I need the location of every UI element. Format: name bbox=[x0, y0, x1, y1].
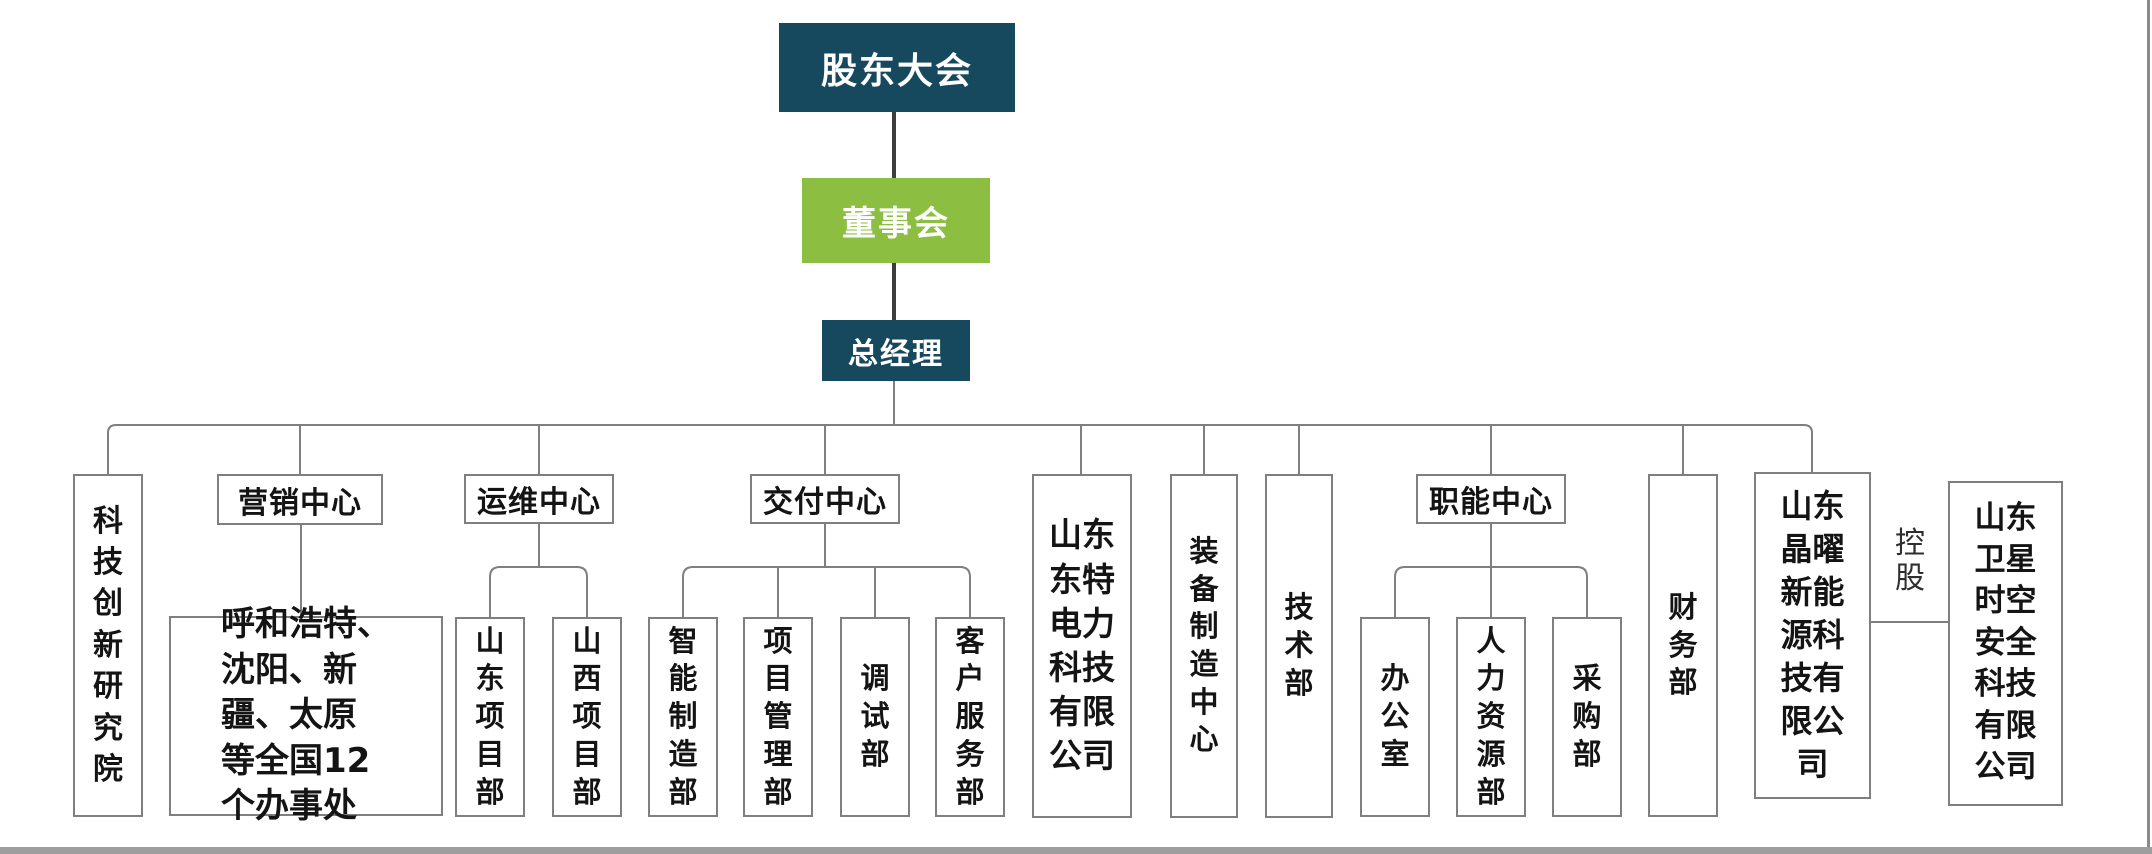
node-functional-center[interactable]: 职能中心 bbox=[1416, 474, 1566, 524]
node-office[interactable]: 办公室 bbox=[1360, 617, 1430, 817]
node-commissioning-dept[interactable]: 调试部 bbox=[840, 617, 910, 817]
node-general-manager[interactable]: 总经理 bbox=[822, 320, 970, 381]
node-sd-jingyao-new-energy-label: 山东晶曜新能源科技有限公司 bbox=[1780, 487, 1845, 783]
node-sd-dongte-electric-label: 山东东特电力科技有限公司 bbox=[1049, 515, 1115, 776]
node-shanxi-project-dept-label: 山西项目部 bbox=[572, 623, 602, 809]
node-project-mgmt-dept[interactable]: 项目管理部 bbox=[743, 617, 813, 817]
node-technology-dept[interactable]: 技术部 bbox=[1265, 474, 1333, 818]
node-commissioning-dept-label: 调试部 bbox=[860, 661, 890, 771]
node-tech-innovation-institute[interactable]: 科技创新研究院 bbox=[73, 474, 143, 817]
node-delivery-center[interactable]: 交付中心 bbox=[750, 474, 900, 524]
holding-edge-label-text: 控股 bbox=[1895, 526, 1925, 596]
node-hr-dept[interactable]: 人力资源部 bbox=[1456, 617, 1526, 817]
node-marketing-offices-label: 呼和浩特、 沈阳、新 疆、太原 等全国12 个办事处 bbox=[221, 604, 391, 827]
node-customer-service-dept[interactable]: 客户服务部 bbox=[935, 617, 1005, 817]
node-smart-manufacturing-dept[interactable]: 智能制造部 bbox=[648, 617, 718, 817]
node-sd-dongte-electric[interactable]: 山东东特电力科技有限公司 bbox=[1032, 474, 1132, 818]
node-sd-satellite-spacetime-label: 山东卫星时空安全科技有限公司 bbox=[1974, 500, 2037, 786]
canvas-right-edge bbox=[2147, 0, 2150, 847]
holding-edge-label: 控股 bbox=[1884, 526, 1939, 607]
node-shandong-project-dept[interactable]: 山东项目部 bbox=[455, 617, 525, 817]
node-sd-satellite-spacetime[interactable]: 山东卫星时空安全科技有限公司 bbox=[1948, 481, 2063, 806]
node-shareholders-meeting[interactable]: 股东大会 bbox=[779, 23, 1015, 112]
horizontal-scrollbar[interactable] bbox=[0, 847, 2152, 854]
node-customer-service-dept-label: 客户服务部 bbox=[955, 623, 985, 809]
node-equipment-mfg-center-label: 装备制造中心 bbox=[1189, 533, 1219, 757]
node-procurement-dept[interactable]: 采购部 bbox=[1552, 617, 1622, 817]
node-smart-manufacturing-dept-label: 智能制造部 bbox=[668, 623, 698, 809]
node-hr-dept-label: 人力资源部 bbox=[1476, 623, 1506, 809]
node-shandong-project-dept-label: 山东项目部 bbox=[475, 623, 505, 809]
node-tech-innovation-institute-label: 科技创新研究院 bbox=[92, 503, 123, 787]
node-equipment-mfg-center[interactable]: 装备制造中心 bbox=[1170, 474, 1238, 818]
node-sd-jingyao-new-energy[interactable]: 山东晶曜新能源科技有限公司 bbox=[1754, 472, 1871, 799]
node-project-mgmt-dept-label: 项目管理部 bbox=[763, 623, 793, 809]
node-office-label: 办公室 bbox=[1380, 661, 1410, 771]
node-finance-dept-label: 财务部 bbox=[1668, 589, 1698, 700]
node-technology-dept-label: 技术部 bbox=[1284, 590, 1314, 700]
node-board-of-directors[interactable]: 董事会 bbox=[802, 178, 990, 263]
node-marketing-offices[interactable]: 呼和浩特、 沈阳、新 疆、太原 等全国12 个办事处 bbox=[169, 604, 443, 826]
node-marketing-center[interactable]: 营销中心 bbox=[217, 474, 383, 525]
node-om-center[interactable]: 运维中心 bbox=[464, 474, 614, 524]
node-finance-dept[interactable]: 财务部 bbox=[1648, 474, 1718, 817]
node-procurement-dept-label: 采购部 bbox=[1572, 661, 1602, 771]
node-shanxi-project-dept[interactable]: 山西项目部 bbox=[552, 617, 622, 817]
